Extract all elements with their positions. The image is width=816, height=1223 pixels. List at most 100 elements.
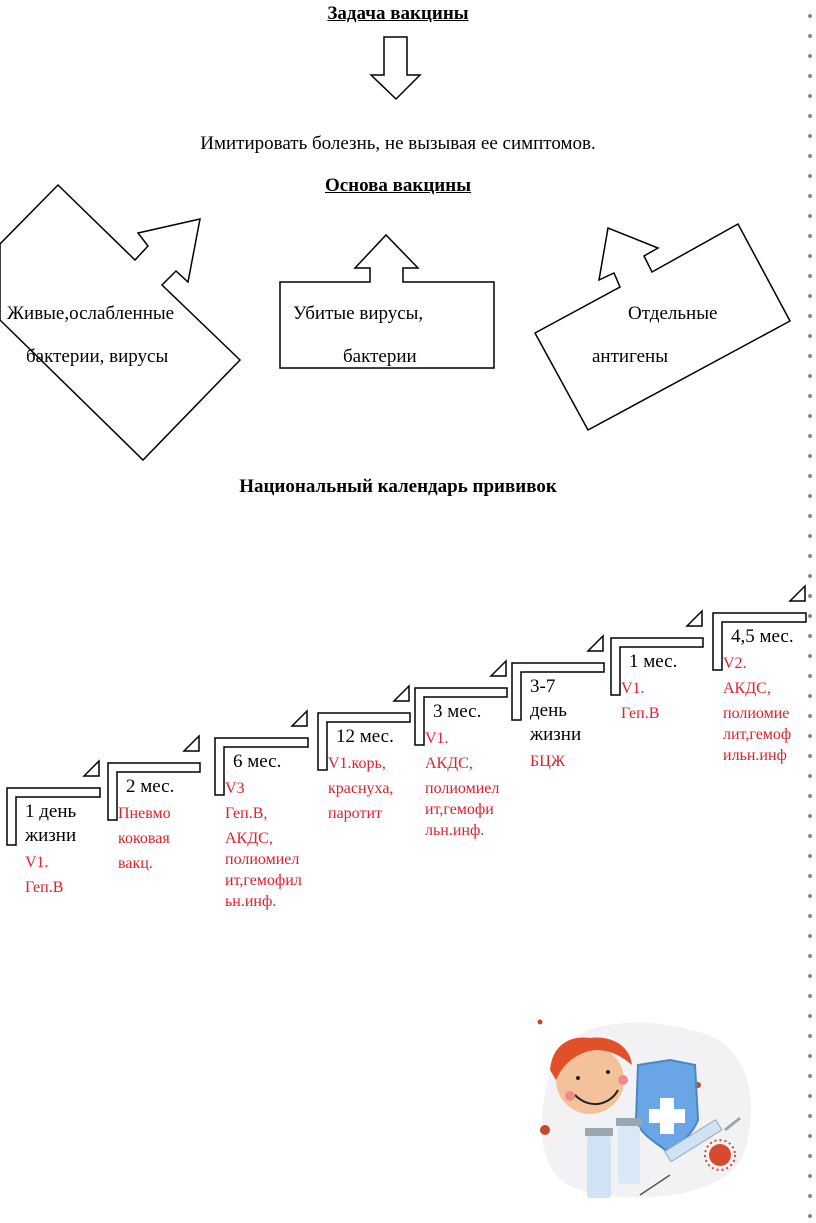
border-dot xyxy=(808,94,812,98)
step-bracket xyxy=(511,662,605,721)
step-age: 12 мес. xyxy=(336,726,394,747)
step-vaccine: Пневмо xyxy=(118,805,171,822)
calendar-step: 4,5 мес. V2. АКДС, полиомие лит,гемоф ильн.ин… xyxy=(723,625,794,766)
vial-icon xyxy=(585,1118,642,1198)
border-dot xyxy=(808,654,812,658)
basis-antigen-line2: антигены xyxy=(592,346,668,367)
step-vaccine: коковая xyxy=(118,830,170,847)
border-dot xyxy=(808,634,812,638)
step-bracket xyxy=(214,737,309,796)
step-bracket xyxy=(317,712,411,771)
basis-live-line2: бактерии, вирусы xyxy=(26,346,169,367)
shield-icon xyxy=(634,1058,700,1154)
task-title: Задача вакцины xyxy=(327,3,469,24)
border-dot xyxy=(808,474,812,478)
border-dot xyxy=(808,14,812,18)
step-vaccine: V1. xyxy=(25,854,49,871)
step-age: 4,5 мес. xyxy=(731,626,794,647)
step-corner-icon xyxy=(182,734,200,752)
step-vaccine: ильн.инф xyxy=(723,747,787,764)
border-dot xyxy=(808,1034,812,1038)
basis-killed-line2: бактерии xyxy=(343,346,417,367)
step-age: 3-7 xyxy=(530,676,556,697)
border-dot xyxy=(808,334,812,338)
border-dot xyxy=(808,674,812,678)
border-dot xyxy=(808,174,812,178)
border-dot xyxy=(808,694,812,698)
step-bracket xyxy=(610,637,704,696)
basis-title: Основа вакцины xyxy=(324,175,472,196)
step-vaccine: АКДС, xyxy=(425,755,473,772)
border-dot xyxy=(808,1174,812,1178)
step-bracket xyxy=(6,787,101,846)
step-vaccine: ьн.инф. xyxy=(225,893,277,910)
calendar-steps xyxy=(6,584,807,846)
border-dot xyxy=(808,494,812,498)
basis-live-line1: Живые,ослабленные xyxy=(7,303,175,324)
calendar-step: 1 мес.V1.Геп.В xyxy=(621,650,677,724)
border-dot xyxy=(808,74,812,78)
border-dot xyxy=(808,154,812,158)
step-vaccine: полиомие xyxy=(723,705,790,722)
border-dot xyxy=(808,794,812,798)
step-vaccine: полиомиел xyxy=(425,780,500,797)
border-dot xyxy=(808,534,812,538)
step-corner-icon xyxy=(392,684,410,702)
step-vaccine: АКДС, xyxy=(723,680,771,697)
step-age: жизни xyxy=(25,825,77,846)
border-dot xyxy=(808,1014,812,1018)
border-dot xyxy=(808,1154,812,1158)
border-dot xyxy=(808,734,812,738)
step-bracket xyxy=(414,687,508,746)
step-vaccine: Геп.В xyxy=(621,705,660,722)
border-dot xyxy=(808,834,812,838)
step-vaccine: Геп.В xyxy=(25,879,64,896)
border-dot xyxy=(808,54,812,58)
virus-icon xyxy=(704,1139,736,1171)
step-vaccine: V1.корь, xyxy=(328,755,386,772)
border-dot xyxy=(808,514,812,518)
border-dot xyxy=(808,594,812,598)
step-corner-icon xyxy=(82,759,100,777)
border-dot xyxy=(808,374,812,378)
step-vaccine: лит,гемоф xyxy=(723,726,792,743)
step-vaccine: ит,гемофи xyxy=(425,801,494,818)
border-dot xyxy=(808,274,812,278)
border-dot xyxy=(808,1214,812,1218)
border-dot xyxy=(808,414,812,418)
step-vaccine: V3 xyxy=(225,780,245,797)
step-vaccine: V2. xyxy=(723,655,747,672)
step-vaccine: паротит xyxy=(328,805,382,822)
vaccination-illustration xyxy=(537,1019,752,1198)
step-vaccine: полиомиел xyxy=(225,851,300,868)
step-age: 3 мес. xyxy=(433,701,482,722)
border-dot xyxy=(808,194,812,198)
step-corner-icon xyxy=(489,659,507,677)
border-dot xyxy=(808,254,812,258)
step-vaccine: ит,гемофил xyxy=(225,872,302,889)
border-dot xyxy=(808,1094,812,1098)
step-vaccine: льн.инф. xyxy=(425,822,485,839)
step-corner-icon xyxy=(685,609,703,627)
border-dot xyxy=(808,574,812,578)
step-corner-icon xyxy=(290,709,308,727)
step-age: 6 мес. xyxy=(233,751,282,772)
border-dot xyxy=(808,314,812,318)
border-dot xyxy=(808,554,812,558)
page-border-dots xyxy=(808,14,812,1218)
border-dot xyxy=(808,854,812,858)
border-dot xyxy=(808,1054,812,1058)
step-vaccine: БЦЖ xyxy=(530,753,566,770)
border-dot xyxy=(808,614,812,618)
calendar-title: Национальный календарь прививок xyxy=(239,476,557,497)
step-age: 2 мес. xyxy=(126,776,175,797)
border-dot xyxy=(808,774,812,778)
border-dot xyxy=(808,814,812,818)
border-dot xyxy=(808,934,812,938)
calendar-step: 12 мес.V1.корь,краснуха,паротит xyxy=(328,725,394,824)
border-dot xyxy=(808,714,812,718)
step-vaccine: вакц. xyxy=(118,855,153,872)
antigen-vaccine-shape xyxy=(533,222,792,432)
